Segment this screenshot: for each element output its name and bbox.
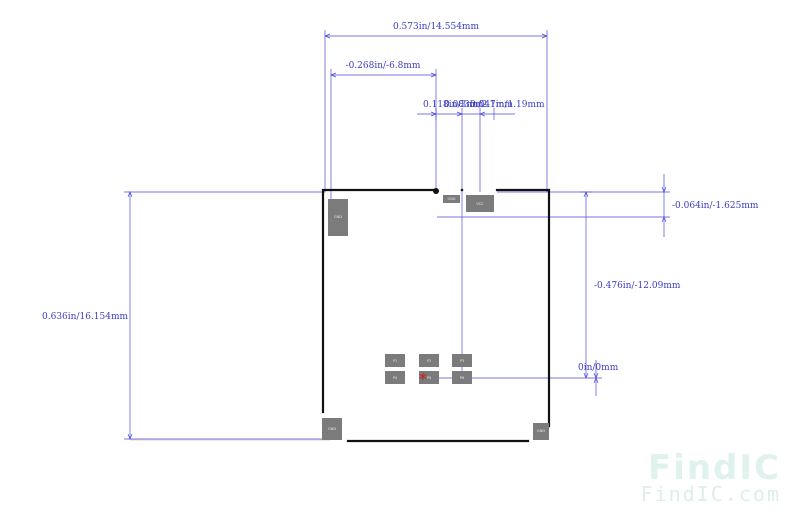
component-outline [321,188,551,443]
pad-p2 [419,354,439,367]
pin1-marker [433,188,439,194]
dim-top-offset: -0.064in/-1.625mm [672,201,759,211]
dim-inner-height: -0.476in/-12.09mm [594,281,681,291]
dim-total-width: 0.573in/14.554mm [393,22,479,32]
pad-label-left-top: GND [334,215,342,219]
pad-label-bottom-right: GND [537,429,545,433]
pad-label-bottom-left: GND [328,427,336,431]
pad-bottom-right [533,423,549,440]
dim-total-height: 0.636in/16.154mm [42,312,128,322]
pad-top-right [466,195,494,212]
pad-label-p6: P6 [460,376,464,380]
pad-p5 [419,371,439,384]
dim-pin-spacing-c: 0.047in/1.19mm [470,100,545,110]
pad-left-top [328,199,348,236]
pad-label-p5: P5 [427,376,431,380]
dim-pin-spacing-a: 0.118in/3mm [423,100,484,110]
pad-bottom-left [322,418,342,440]
watermark-logo: FindIC [648,448,781,488]
pads [322,195,549,440]
pad-label-p3: P3 [460,359,464,363]
pad-label-p1: P1 [393,359,397,363]
pad-labels: GND GND VCC P1 P2 P3 P4 P5 P6 GND GND [328,197,545,433]
dimension-labels: 0.573in/14.554mm -0.268in/-6.8mm 0.118in… [42,22,759,373]
pad-label-top-small: GND [447,197,455,201]
dim-left-offset: -0.268in/-6.8mm [346,61,421,71]
pad-p1 [385,354,405,367]
pad-label-p4: P4 [393,376,398,380]
pad-label-top-right: VCC [476,202,484,206]
pad-top-small [443,195,460,203]
pad-p3 [452,354,472,367]
dim-origin: 0in/0mm [578,363,619,373]
dimension-lines [124,30,670,440]
watermark-url: FindIC.com [641,482,781,506]
pad-p6 [452,371,472,384]
reference-dot [460,188,464,192]
pad-p4 [385,371,405,384]
dim-pin-spacing-b: 0.083in/2.1mm [444,100,513,110]
watermark: FindIC FindIC.com [641,448,781,506]
pad-label-p2: P2 [427,359,431,363]
origin-marker: * [419,370,428,390]
dimension-arrows [127,33,667,440]
